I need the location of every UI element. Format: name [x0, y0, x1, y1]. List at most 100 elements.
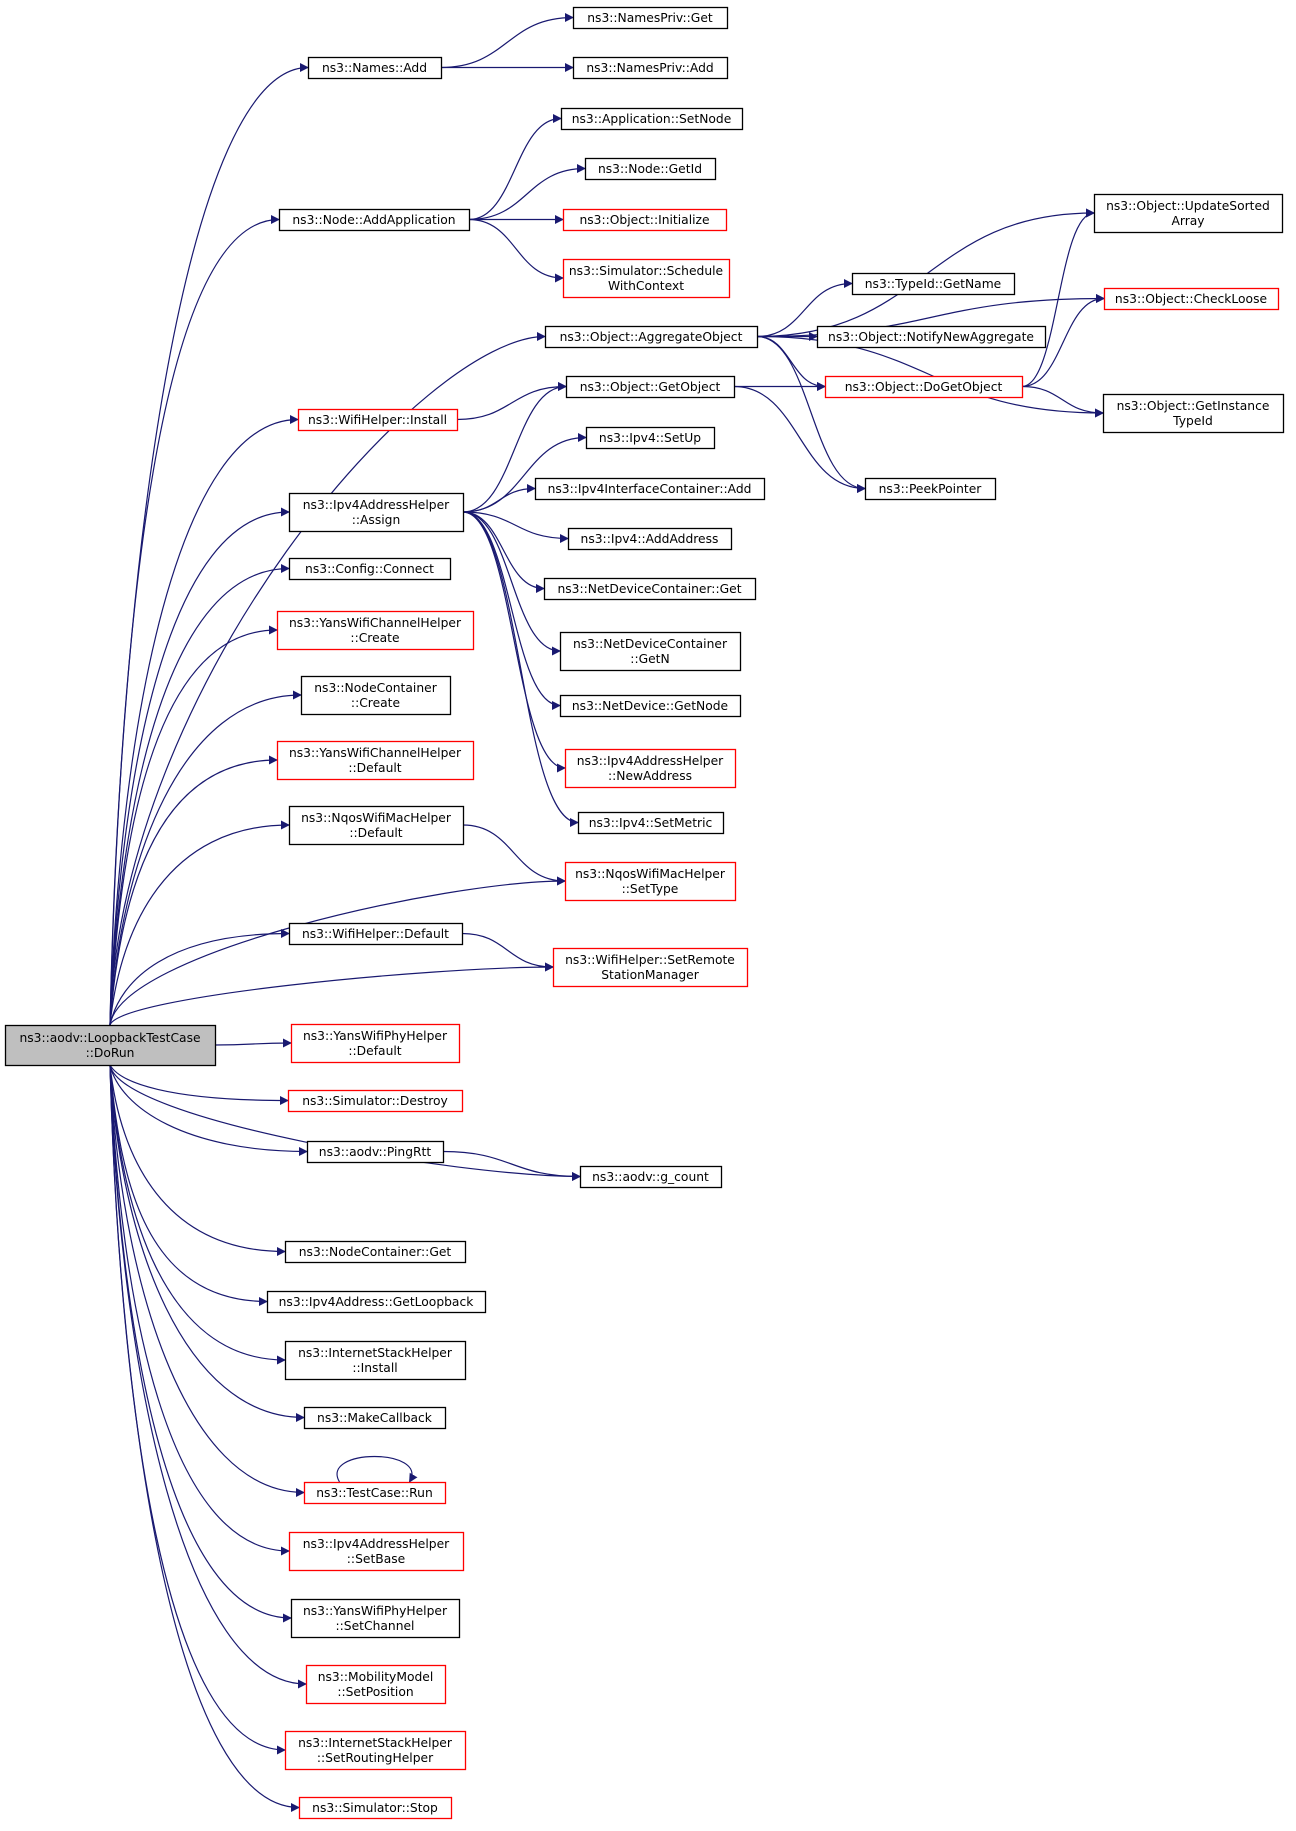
node-ish_install[interactable]: ns3::InternetStackHelper::Install — [284, 1340, 467, 1381]
call-edge-root-to-wifi_install — [109, 415, 299, 1026]
node-box — [284, 1340, 467, 1381]
node-namespriv_get[interactable]: ns3::NamesPriv::Get — [572, 6, 729, 30]
node-aodv_pingrtt[interactable]: ns3::aodv::PingRtt — [306, 1140, 445, 1164]
node-obj_notify[interactable]: ns3::Object::NotifyNewAggregate — [816, 325, 1047, 349]
node-box — [560, 107, 744, 131]
node-nc_get[interactable]: ns3::NodeContainer::Get — [284, 1240, 467, 1264]
call-edge-root-to-aodv_gcount — [109, 1064, 581, 1181]
node-nqos_default[interactable]: ns3::NqosWifiMacHelper::Default — [288, 805, 465, 846]
call-edge-ipv4ah_assign-to-ipv4_setmetric — [462, 511, 579, 827]
node-sim_stop[interactable]: ns3::Simulator::Stop — [298, 1796, 453, 1820]
node-aodv_gcount[interactable]: ns3::aodv::g_count — [579, 1165, 723, 1189]
node-label: ns3::Ipv4InterfaceContainer::Add — [548, 482, 752, 496]
node-label: ns3::Object::Initialize — [579, 213, 709, 227]
node-box — [824, 375, 1024, 399]
node-box — [1103, 287, 1280, 311]
node-ish_setrouting[interactable]: ns3::InternetStackHelper::SetRoutingHelp… — [284, 1730, 467, 1771]
node-label: ns3::TypeId::GetName — [865, 277, 1001, 291]
node-namespriv_add[interactable]: ns3::NamesPriv::Add — [572, 56, 729, 80]
node-ywch_create[interactable]: ns3::YansWifiChannelHelper::Create — [276, 610, 475, 651]
call-edge-obj_aggregate-to-typeid_getname — [756, 279, 853, 338]
node-testcase_run[interactable]: ns3::TestCase::Run — [303, 1481, 447, 1505]
node-box — [552, 947, 749, 988]
node-ndc_getn[interactable]: ns3::NetDeviceContainer::GetN — [559, 631, 742, 672]
node-label: ns3::aodv::PingRtt — [319, 1145, 432, 1159]
call-edge-root-to-node_addapp — [109, 215, 280, 1026]
node-label: ns3::NamesPriv::Add — [586, 61, 713, 75]
node-ipv4ah_assign[interactable]: ns3::Ipv4AddressHelper::Assign — [288, 492, 465, 533]
node-node_addapp[interactable]: ns3::Node::AddApplication — [278, 208, 471, 232]
node-label: ns3::WifiHelper::SetRemote — [565, 953, 735, 967]
node-label: ns3::Ipv4Address::GetLoopback — [279, 1295, 475, 1309]
node-obj_getobject[interactable]: ns3::Object::GetObject — [565, 375, 736, 399]
node-box — [284, 1240, 467, 1264]
node-obj_aggregate[interactable]: ns3::Object::AggregateObject — [544, 325, 759, 349]
call-edge-ipv4ah_assign-to-ipv4_setup — [462, 433, 587, 513]
node-box — [288, 805, 465, 846]
node-label: ::Default — [348, 1044, 401, 1058]
node-ywph_setchannel[interactable]: ns3::YansWifiPhyHelper::SetChannel — [290, 1598, 461, 1639]
node-sim_destroy[interactable]: ns3::Simulator::Destroy — [287, 1089, 464, 1113]
call-edge-obj_aggregate-to-obj_dogetobject — [756, 335, 826, 391]
node-ipv4ah_newaddr[interactable]: ns3::Ipv4AddressHelper::NewAddress — [564, 748, 737, 789]
node-config_connect[interactable]: ns3::Config::Connect — [288, 557, 452, 581]
call-edge-testcase_run-to-testcase_run — [336, 1455, 418, 1483]
node-ipv4_addaddr[interactable]: ns3::Ipv4::AddAddress — [567, 527, 733, 551]
node-names_add[interactable]: ns3::Names::Add — [307, 56, 443, 80]
node-ywch_default[interactable]: ns3::YansWifiChannelHelper::Default — [276, 740, 475, 781]
node-label: ns3::NetDevice::GetNode — [572, 699, 728, 713]
node-ipv4addr_loop[interactable]: ns3::Ipv4Address::GetLoopback — [266, 1290, 487, 1314]
call-edge-obj_dogetobject-to-obj_getinstance — [1021, 385, 1104, 418]
node-root[interactable]: ns3::aodv::LoopbackTestCase::DoRun — [4, 1024, 217, 1067]
node-label: ns3::Object::UpdateSorted — [1106, 199, 1270, 213]
node-box — [562, 258, 731, 299]
node-typeid_getname[interactable]: ns3::TypeId::GetName — [851, 272, 1016, 296]
node-ywph_default[interactable]: ns3::YansWifiPhyHelper::Default — [290, 1023, 461, 1064]
node-box — [584, 157, 717, 181]
node-box — [1102, 393, 1285, 434]
node-box — [303, 1481, 447, 1505]
node-label: ns3::NamesPriv::Get — [587, 11, 713, 25]
node-node_getid[interactable]: ns3::Node::GetId — [584, 157, 717, 181]
node-mm_setpos[interactable]: ns3::MobilityModel::SetPosition — [305, 1664, 447, 1705]
node-box — [306, 1140, 445, 1164]
node-nc_create[interactable]: ns3::NodeContainer::Create — [300, 675, 452, 716]
call-edge-root-to-nqos_default — [109, 820, 290, 1026]
call-edge-root-to-ish_setrouting — [109, 1064, 286, 1755]
node-label: ns3::Ipv4AddressHelper — [303, 1537, 450, 1551]
node-box — [579, 1165, 723, 1189]
node-box — [276, 740, 475, 781]
call-edge-ipv4ah_assign-to-ipv4_addaddr — [462, 511, 569, 543]
node-app_setnode[interactable]: ns3::Application::SetNode — [560, 107, 744, 131]
node-label: ns3::NetDeviceContainer::Get — [557, 582, 741, 596]
node-makecallback[interactable]: ns3::MakeCallback — [303, 1406, 447, 1430]
node-ipv4ah_setbase[interactable]: ns3::Ipv4AddressHelper::SetBase — [288, 1531, 465, 1572]
node-box — [816, 325, 1047, 349]
node-obj_checkloose[interactable]: ns3::Object::CheckLoose — [1103, 287, 1280, 311]
call-edge-ipv4ah_assign-to-ndc_getn — [462, 511, 561, 656]
node-obj_dogetobject[interactable]: ns3::Object::DoGetObject — [824, 375, 1024, 399]
node-label: ::Create — [351, 696, 400, 710]
node-peekpointer[interactable]: ns3::PeekPointer — [864, 477, 997, 501]
node-ndc_get[interactable]: ns3::NetDeviceContainer::Get — [543, 577, 757, 601]
node-label: ns3::Object::DoGetObject — [845, 380, 1003, 394]
node-wifi_default[interactable]: ns3::WifiHelper::Default — [288, 922, 464, 946]
node-box — [288, 492, 465, 533]
call-edge-ipv4ah_assign-to-ipv4ah_newaddr — [462, 511, 566, 773]
node-ipv4ic_add[interactable]: ns3::Ipv4InterfaceContainer::Add — [534, 477, 766, 501]
node-ipv4_setup[interactable]: ns3::Ipv4::SetUp — [585, 426, 716, 450]
node-label: ns3::WifiHelper::Install — [308, 413, 447, 427]
node-ipv4_setmetric[interactable]: ns3::Ipv4::SetMetric — [577, 811, 725, 835]
node-obj_init[interactable]: ns3::Object::Initialize — [562, 208, 728, 232]
node-label: ns3::Names::Add — [322, 61, 427, 75]
node-wifi_install[interactable]: ns3::WifiHelper::Install — [297, 408, 459, 432]
node-nd_getnode[interactable]: ns3::NetDevice::GetNode — [559, 694, 742, 718]
node-nqos_settype[interactable]: ns3::NqosWifiMacHelper::SetType — [564, 861, 737, 902]
node-box — [562, 208, 728, 232]
node-box — [305, 1664, 447, 1705]
